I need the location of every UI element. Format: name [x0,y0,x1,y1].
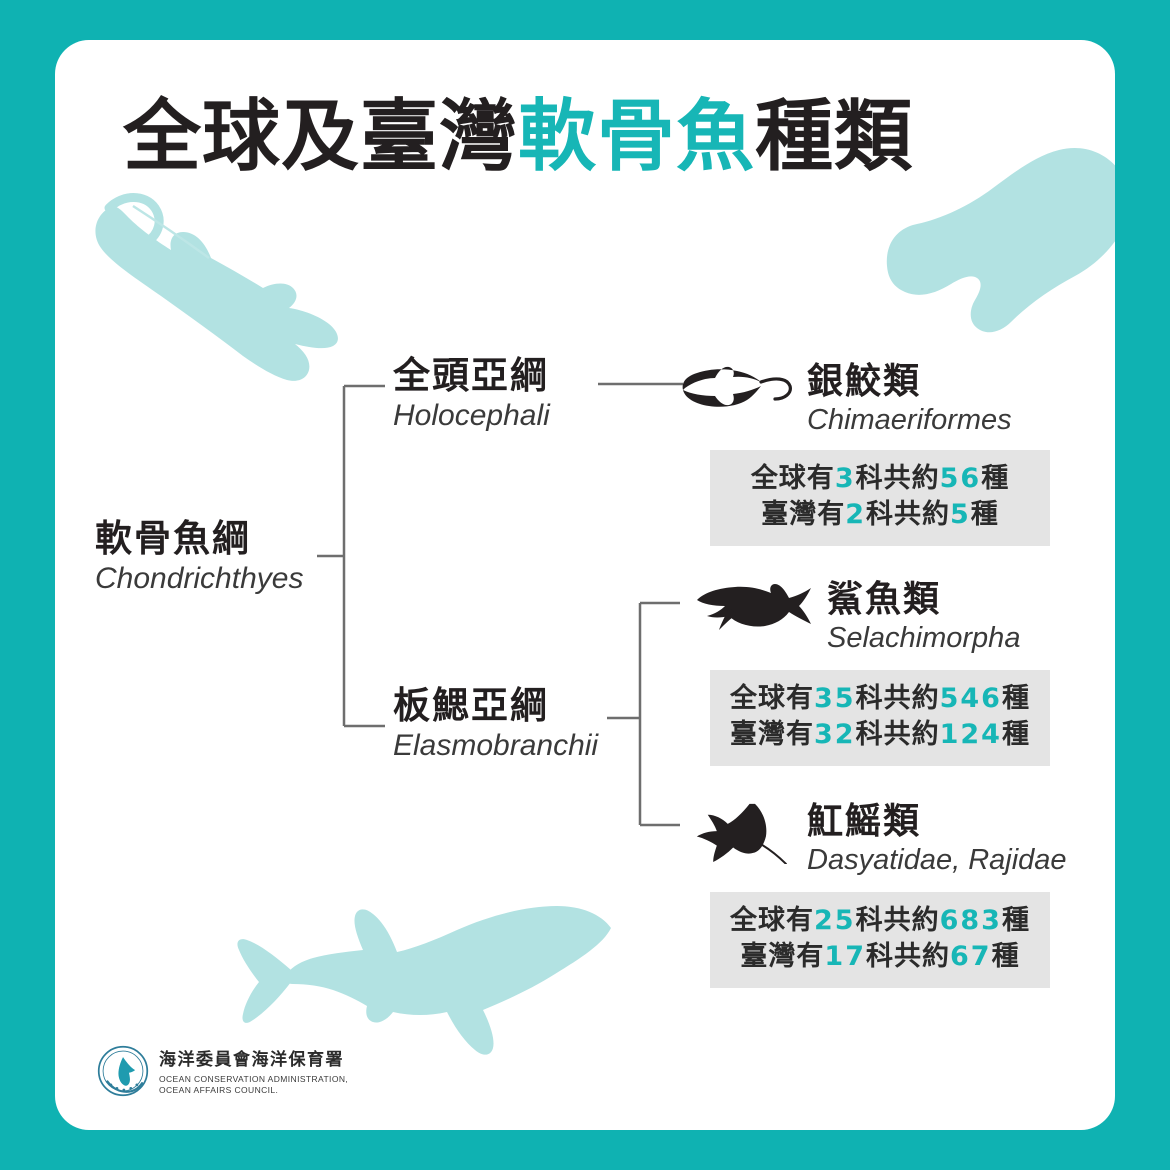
stat-mid: 科共約 [855,463,940,494]
org-name-en-line2: OCEAN AFFAIRS COUNCIL. [159,1085,279,1096]
stat-line-taiwan: 臺灣有2科共約5種 [730,497,1030,533]
stat-suffix: 種 [970,498,999,530]
title-part-1: 全球及臺灣 [123,92,519,182]
group-selachimorpha: 鯊魚類 Selachimorpha [695,578,1020,655]
group-chimaeriformes: 銀鮫類 Chimaeriformes [675,360,1012,437]
page-title: 全球及臺灣軟骨魚種類 [123,98,913,176]
taxon-holocephali: 全頭亞綱 Holocephali [393,355,550,434]
stat-species: 56 [939,463,982,494]
stat-families: 32 [814,718,856,750]
stat-line-taiwan: 臺灣有17科共約67種 [730,939,1030,975]
taxon-elasmobranchii-latin: Elasmobranchii [393,729,599,763]
group-chimaeriformes-latin: Chimaeriformes [807,403,1012,436]
stat-line-taiwan: 臺灣有32科共約124種 [730,717,1030,753]
stat-families: 2 [845,498,866,530]
whale-tail-logo-icon [97,1045,149,1102]
stat-prefix: 臺灣有 [730,718,815,750]
org-name-en-line1: OCEAN CONSERVATION ADMINISTRATION, [159,1073,349,1084]
stat-mid: 科共約 [866,498,950,530]
stat-families: 17 [824,940,866,972]
stat-species: 546 [939,683,1002,714]
stat-mid: 科共約 [855,683,940,714]
stat-mid: 科共約 [855,718,940,750]
title-highlight: 軟骨魚 [518,92,756,182]
stat-families: 35 [814,683,856,714]
stat-suffix: 種 [1001,683,1030,714]
shark-icon [695,578,815,637]
group-rays: 魟鰩類 Dasyatidae, Rajidae [695,800,1067,877]
group-selachimorpha-cn: 鯊魚類 [827,579,942,620]
stat-box-chimaeriformes: 全球有3科共約56種 臺灣有2科共約5種 [710,450,1050,546]
stat-suffix: 種 [1001,718,1030,750]
taxon-root-cn: 軟骨魚綱 [95,517,251,560]
group-rays-cn: 魟鰩類 [807,801,922,842]
taxon-root: 軟骨魚綱 Chondrichthyes [95,518,303,597]
taxon-elasmobranchii-cn: 板鰓亞綱 [393,684,549,727]
taxon-holocephali-latin: Holocephali [393,399,550,433]
stat-suffix: 種 [1001,905,1030,936]
stat-prefix: 全球有 [730,683,815,714]
taxon-root-latin: Chondrichthyes [95,562,304,596]
stat-families: 25 [814,905,856,936]
group-chimaeriformes-cn: 銀鮫類 [807,361,922,402]
stat-mid: 科共約 [855,905,940,936]
stat-prefix: 全球有 [750,463,835,494]
stat-suffix: 種 [991,940,1020,972]
content-card: 全球及臺灣軟骨魚種類 軟骨魚綱 Chond [55,40,1115,1130]
stat-line-global: 全球有3科共約56種 [730,461,1030,497]
stat-mid: 科共約 [866,940,950,972]
stat-box-rays: 全球有25科共約683種 臺灣有17科共約67種 [710,892,1050,988]
stat-prefix: 臺灣有 [740,940,825,972]
stat-families: 3 [834,463,856,494]
stat-prefix: 全球有 [730,905,815,936]
stat-species: 124 [939,718,1002,750]
stat-prefix: 臺灣有 [761,498,846,530]
footer-branding: 海洋委員會海洋保育署 OCEAN CONSERVATION ADMINISTRA… [97,1045,348,1102]
taxon-holocephali-cn: 全頭亞綱 [393,354,549,397]
org-name-cn: 海洋委員會海洋保育署 [159,1050,344,1071]
ray-icon [695,800,795,869]
title-part-2: 種類 [755,92,914,182]
tree-connector-lines [317,382,683,827]
group-selachimorpha-latin: Selachimorpha [827,621,1021,654]
stat-species: 67 [950,940,992,972]
stat-box-selachimorpha: 全球有35科共約546種 臺灣有32科共約124種 [710,670,1050,766]
group-rays-latin: Dasyatidae, Rajidae [807,843,1067,876]
stat-species: 5 [950,498,971,530]
stat-suffix: 種 [981,463,1010,494]
stat-line-global: 全球有35科共約546種 [730,681,1030,717]
chimaera-icon [675,360,795,417]
stat-species: 683 [939,905,1002,936]
taxon-elasmobranchii: 板鰓亞綱 Elasmobranchii [393,685,598,764]
stat-line-global: 全球有25科共約683種 [730,903,1030,939]
